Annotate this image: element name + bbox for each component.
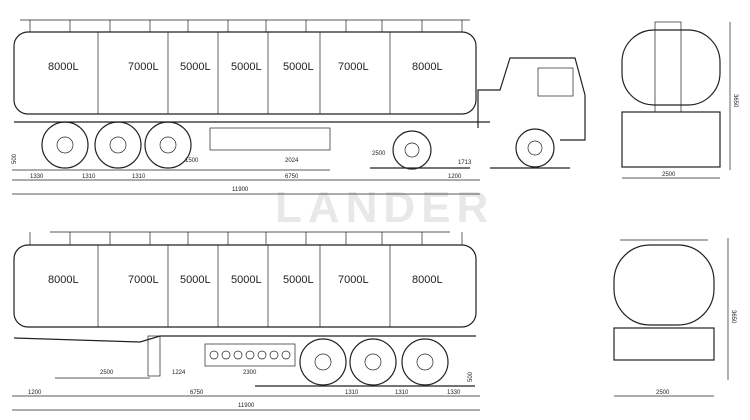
- discharge-valve: [245, 350, 255, 360]
- dim-kingpin: 6750: [285, 174, 299, 180]
- dim-end-width: 2500: [662, 172, 676, 178]
- rear-view-top: 2500 3650: [621, 21, 738, 179]
- dim-total: 11900: [238, 403, 255, 409]
- dim-axle-2: 1310: [395, 390, 409, 396]
- dim-axle-front: 1330: [30, 174, 44, 180]
- dim-gap-2: 2024: [285, 158, 299, 164]
- tractor-wheel: [392, 130, 432, 170]
- dim-total: 11900: [232, 187, 249, 193]
- dim-axle-rear: 1330: [447, 390, 461, 396]
- dim-gap-1: 1224: [172, 370, 186, 376]
- undercarriage: [621, 111, 721, 168]
- compartment-capacity: 7000L: [128, 274, 159, 286]
- compartment-capacity: 7000L: [128, 61, 159, 73]
- dim-leg: 2500: [100, 370, 114, 376]
- dim-wheel: 2500: [372, 151, 386, 157]
- wheel: [94, 121, 142, 169]
- tractor-cab: [477, 57, 586, 141]
- compartment-capacity: 5000L: [283, 61, 314, 73]
- toolbox: [204, 343, 296, 367]
- rear-view-bottom: 2500 3650: [613, 238, 736, 397]
- discharge-valve: [209, 350, 219, 360]
- discharge-valve: [269, 350, 279, 360]
- compartment-capacity: 7000L: [338, 61, 369, 73]
- dim-axle-1: 1310: [82, 174, 96, 180]
- compartment-capacity: 5000L: [231, 274, 262, 286]
- wheel: [349, 338, 397, 386]
- dim-end-height: 3650: [732, 94, 738, 108]
- dim-front-overhang: 1200: [448, 174, 462, 180]
- tank-end: [613, 244, 715, 326]
- undercarriage: [613, 327, 715, 361]
- tractor-wheel: [515, 128, 555, 168]
- landing-leg: [147, 335, 161, 377]
- watermark: LANDER: [275, 183, 494, 232]
- dim-clearance: 500: [468, 371, 474, 382]
- dim-axle-1: 1310: [345, 390, 359, 396]
- wheel: [401, 338, 449, 386]
- dim-gap-1: 1500: [185, 158, 199, 164]
- dim-end-height: 3650: [730, 310, 736, 324]
- wheel: [144, 121, 192, 169]
- compartment-capacity: 8000L: [48, 274, 79, 286]
- compartment-capacity: 8000L: [48, 61, 79, 73]
- dim-axle-2: 1310: [132, 174, 146, 180]
- discharge-valve: [281, 350, 291, 360]
- compartment-capacity: 7000L: [338, 274, 369, 286]
- dim-end-width: 2500: [656, 390, 670, 396]
- discharge-valve: [233, 350, 243, 360]
- compartment-capacity: 8000L: [412, 61, 443, 73]
- side-view-trailer: 8000L 7000L 5000L 5000L 5000L 7000L 8000L 2500…: [12, 231, 480, 411]
- cab-window: [537, 67, 574, 97]
- tank-end: [621, 29, 721, 106]
- wheel: [41, 121, 89, 169]
- compartment-capacity: 5000L: [180, 274, 211, 286]
- ladder: [654, 21, 682, 113]
- compartment-capacity: 5000L: [231, 61, 262, 73]
- discharge-valve: [257, 350, 267, 360]
- toolbox: [209, 127, 331, 151]
- compartment-capacity: 5000L: [180, 61, 211, 73]
- compartment-capacity: 5000L: [283, 274, 314, 286]
- discharge-valve: [221, 350, 231, 360]
- side-view-with-tractor: 8000L 7000L 5000L 5000L 5000L 7000L 8000L 1500…: [12, 19, 586, 195]
- chassis-beam: [13, 335, 476, 343]
- dim-front-overhang: 1200: [28, 390, 42, 396]
- dim-clearance: 500: [12, 153, 18, 164]
- dim-toolbox: 2300: [243, 370, 257, 376]
- wheel: [299, 338, 347, 386]
- tank-body: [13, 244, 477, 328]
- tank-body: [13, 31, 477, 115]
- compartment-capacity: 8000L: [412, 274, 443, 286]
- dim-tractor: 1713: [458, 160, 472, 166]
- dim-kingpin: 6750: [190, 390, 204, 396]
